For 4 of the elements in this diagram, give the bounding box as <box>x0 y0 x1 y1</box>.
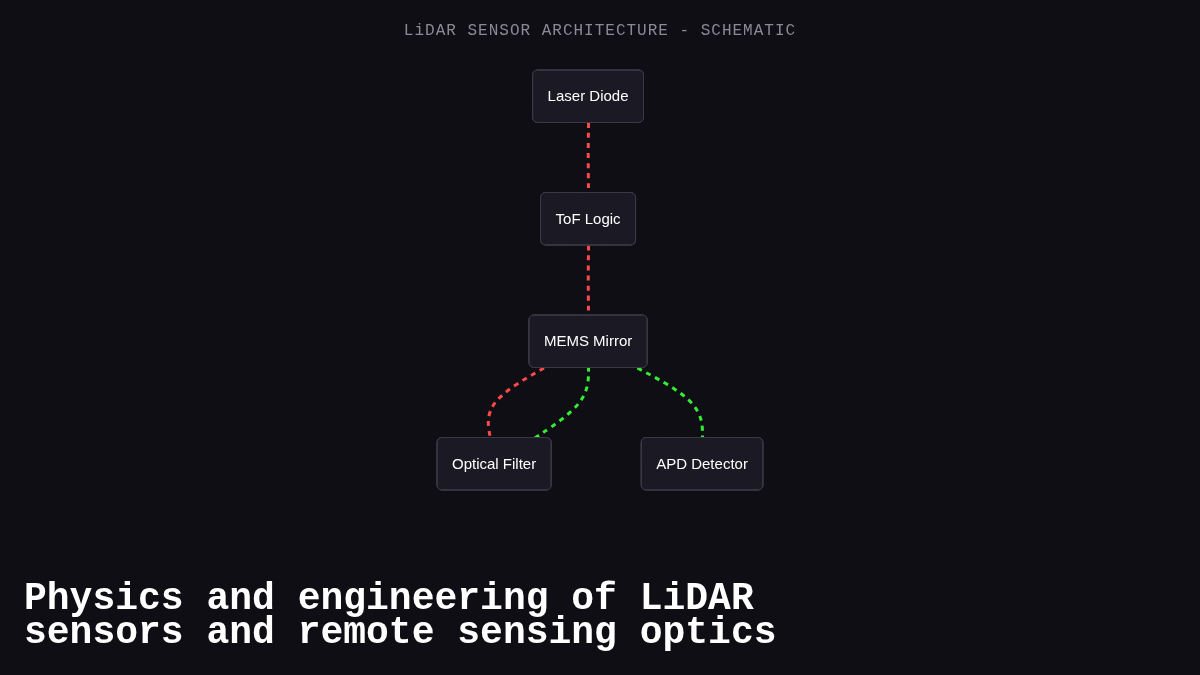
caption: Physics and engineering of LiDAR sensors and remote sensing optics <box>24 582 778 650</box>
connector <box>486 366 545 439</box>
connector <box>636 366 705 439</box>
diagram-title: LiDAR SENSOR ARCHITECTURE - SCHEMATIC <box>402 22 798 40</box>
